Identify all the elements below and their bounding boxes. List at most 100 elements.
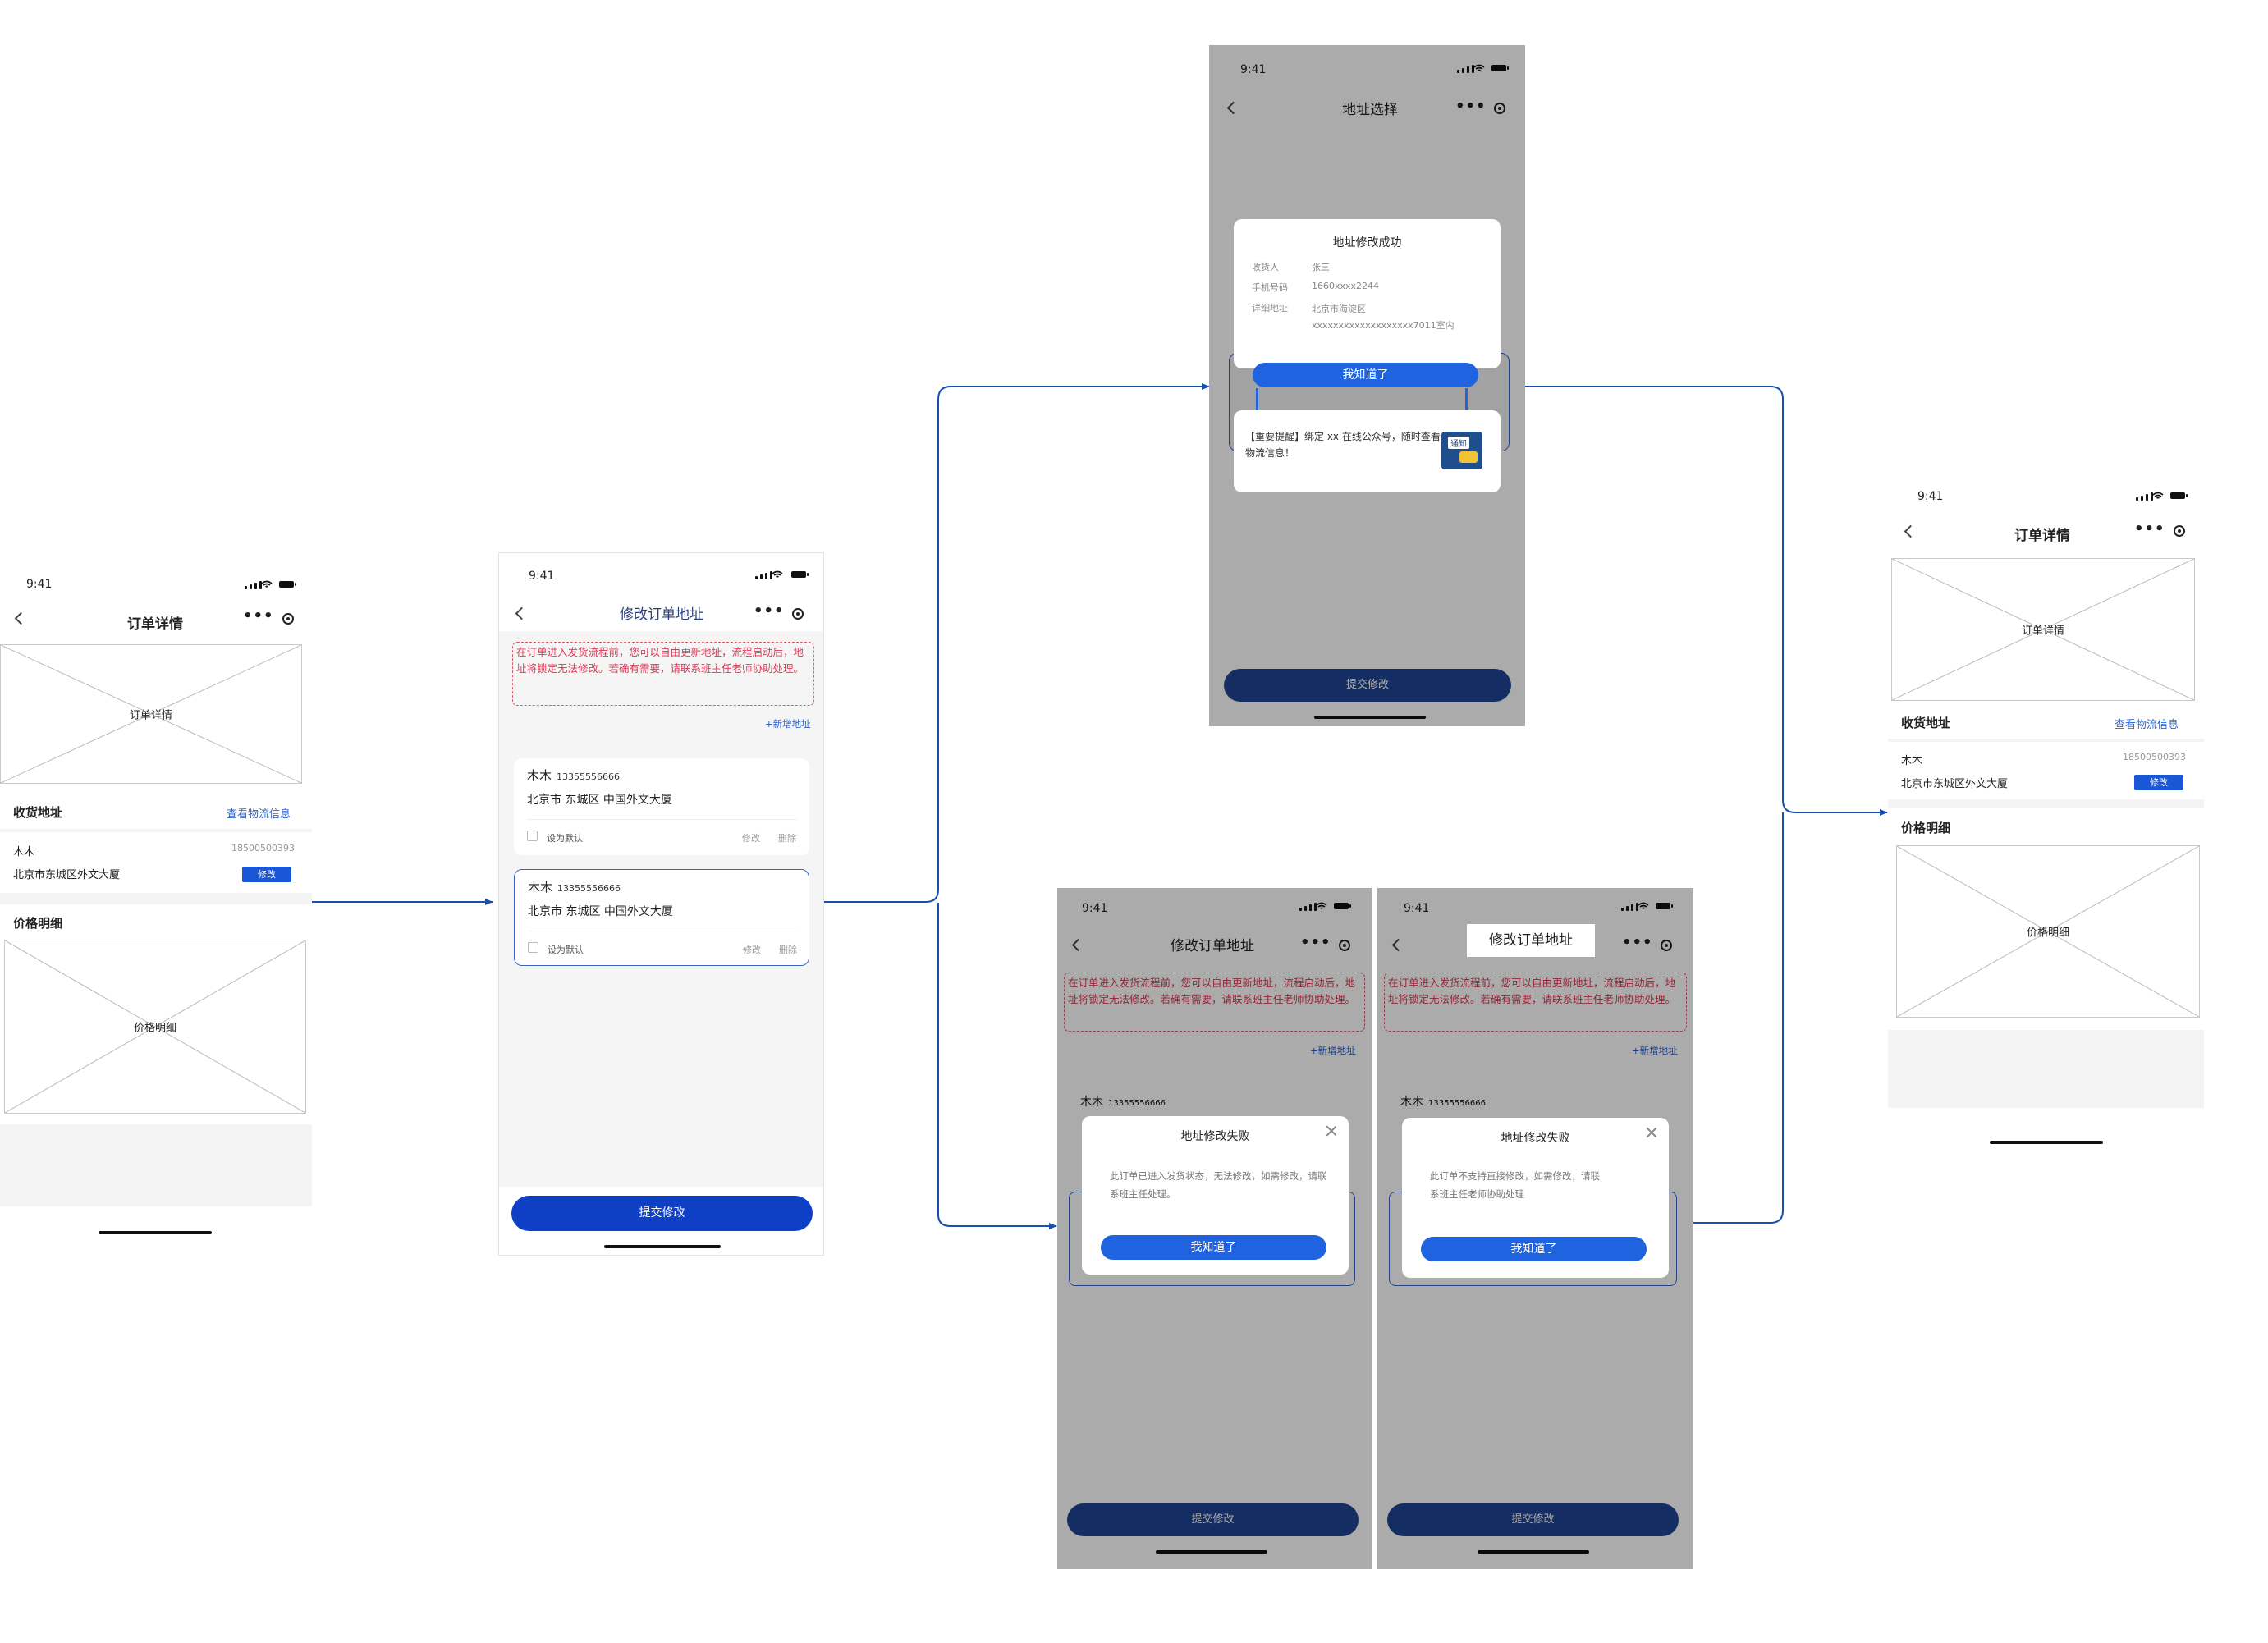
- card-address: 北京市 东城区 中国外文大厦: [527, 794, 672, 807]
- close-miniapp-icon[interactable]: [792, 608, 804, 620]
- field-label: 详细地址: [1252, 303, 1288, 313]
- divider: [0, 829, 312, 832]
- logistics-link[interactable]: 查看物流信息: [2115, 719, 2179, 731]
- back-icon[interactable]: [1904, 524, 1917, 538]
- battery-icon: [2170, 492, 2188, 499]
- wifi-icon: [2152, 492, 2164, 499]
- address-section-title: 收货地址: [1901, 716, 1951, 730]
- submit-button[interactable]: 提交修改: [1387, 1503, 1679, 1536]
- more-icon[interactable]: •••: [1300, 934, 1331, 951]
- ok-button[interactable]: 我知道了: [1101, 1235, 1326, 1260]
- home-indicator: [1478, 1550, 1589, 1554]
- modal-text: 此订单不支持直接修改，如需修改，请联系班主任老师协助处理: [1430, 1170, 1600, 1200]
- home-indicator: [604, 1245, 721, 1248]
- add-address-link[interactable]: +新增地址: [1310, 1045, 1356, 1056]
- card-divider: [527, 819, 796, 820]
- field-value: 北京市海淀区xxxxxxxxxxxxxxxxxxx7011室内: [1312, 304, 1455, 331]
- contact-name: 木木: [13, 846, 35, 858]
- ok-button[interactable]: 我知道了: [1253, 363, 1478, 387]
- wifi-icon: [1638, 902, 1649, 909]
- close-miniapp-icon[interactable]: [2174, 525, 2185, 537]
- status-time: 9:41: [1917, 490, 1944, 503]
- arrow-fail-to-detail: [1691, 812, 1784, 1224]
- notice-image-label: 通知: [1448, 437, 1469, 449]
- card-address: 北京市 东城区 中国外文大厦: [528, 905, 673, 918]
- address-text: 北京市东城区外文大厦: [13, 869, 121, 881]
- divider: [0, 893, 312, 904]
- default-label: 设为默认: [548, 945, 584, 955]
- close-miniapp-icon[interactable]: [1494, 103, 1505, 114]
- submit-button[interactable]: 提交修改: [1224, 669, 1511, 702]
- price-section-title: 价格明细: [13, 916, 63, 931]
- placeholder-label: 价格明细: [2026, 927, 2069, 940]
- default-label: 设为默认: [547, 833, 583, 844]
- screen-modify-fail-2: 9:41 修改订单地址 ••• 在订单进入发货流程前，您可以自由更新地址，流程启…: [1377, 888, 1693, 1569]
- edit-address-button[interactable]: 修改: [2134, 775, 2183, 790]
- submit-button[interactable]: 提交修改: [1067, 1503, 1359, 1536]
- notice-image-shape: [1459, 451, 1478, 463]
- address-section-title: 收货地址: [13, 805, 63, 820]
- card-name: 木木: [1400, 1096, 1423, 1109]
- more-icon[interactable]: •••: [1622, 934, 1653, 951]
- close-icon[interactable]: [1325, 1124, 1338, 1137]
- battery-icon: [1491, 65, 1509, 71]
- wifi-icon: [772, 570, 783, 578]
- back-icon[interactable]: [14, 611, 28, 625]
- more-icon[interactable]: •••: [1455, 98, 1487, 115]
- home-indicator: [1990, 1141, 2103, 1144]
- placeholder-label: 订单详情: [2021, 625, 2064, 638]
- more-icon[interactable]: •••: [2134, 520, 2165, 538]
- edit-notice: 在订单进入发货流程前，您可以自由更新地址，流程启动后，地址将锁定无法修改。若确有…: [512, 642, 814, 706]
- modal-title: 地址修改失败: [1501, 1132, 1570, 1145]
- order-detail-placeholder: 订单详情: [0, 644, 302, 784]
- nav-bg: [499, 553, 823, 631]
- placeholder-label: 价格明细: [133, 1022, 176, 1035]
- default-checkbox[interactable]: [528, 942, 538, 953]
- wifi-icon: [1316, 902, 1327, 909]
- screen-edit-address: 9:41 修改订单地址 ••• 在订单进入发货流程前，您可以自由更新地址，流程启…: [498, 552, 824, 1256]
- notice-image: 通知: [1441, 432, 1482, 469]
- connector-pin: [1465, 388, 1468, 414]
- add-address-link[interactable]: +新增地址: [765, 718, 811, 730]
- signal-icon: [245, 581, 262, 589]
- status-time: 9:41: [1240, 63, 1267, 76]
- edit-address-button[interactable]: 修改: [242, 867, 291, 882]
- more-icon[interactable]: •••: [243, 607, 274, 625]
- price-section-title: 价格明细: [1901, 821, 1951, 835]
- close-miniapp-icon[interactable]: [1661, 940, 1672, 951]
- success-modal: 地址修改成功 收货人 张三 手机号码 1660xxxx2244 详细地址 北京市…: [1234, 219, 1501, 387]
- card-name: 木木: [1080, 1096, 1103, 1109]
- logistics-link[interactable]: 查看物流信息: [227, 808, 291, 821]
- card-phone: 13355556666: [557, 771, 620, 782]
- wifi-icon: [1473, 64, 1485, 71]
- modal-title: 地址修改成功: [1332, 236, 1402, 249]
- close-miniapp-icon[interactable]: [1339, 940, 1350, 951]
- add-address-link[interactable]: +新增地址: [1632, 1045, 1678, 1056]
- price-detail-placeholder: 价格明细: [4, 940, 306, 1114]
- card-delete-link[interactable]: 删除: [779, 945, 797, 955]
- ok-button[interactable]: 我知道了: [1421, 1237, 1647, 1261]
- card-edit-link[interactable]: 修改: [743, 945, 761, 955]
- card-edit-link[interactable]: 修改: [742, 833, 760, 844]
- screen-address-select-success: 9:41 地址选择 ••• 提交修改 地址修改成功 收货人 张三 手机号码 16…: [1209, 45, 1525, 726]
- close-miniapp-icon[interactable]: [282, 613, 294, 625]
- arrow-edit-to-success: [821, 383, 1210, 903]
- battery-icon: [279, 581, 296, 588]
- submit-button[interactable]: 提交修改: [511, 1196, 813, 1231]
- status-time: 9:41: [26, 578, 53, 591]
- wifi-icon: [261, 580, 273, 588]
- reminder-text: 【重要提醒】绑定 xx 在线公众号，随时查看物流信息！: [1245, 431, 1441, 459]
- close-icon[interactable]: [1645, 1126, 1658, 1139]
- page-title: 订单详情: [127, 616, 183, 633]
- more-icon[interactable]: •••: [754, 602, 785, 620]
- status-time: 9:41: [1082, 902, 1108, 915]
- card-delete-link[interactable]: 删除: [778, 833, 796, 844]
- field-value: 张三: [1312, 262, 1330, 272]
- edit-notice: 在订单进入发货流程前，您可以自由更新地址，流程启动后，地址将锁定无法修改。若确有…: [1064, 973, 1365, 1032]
- default-checkbox[interactable]: [527, 831, 538, 841]
